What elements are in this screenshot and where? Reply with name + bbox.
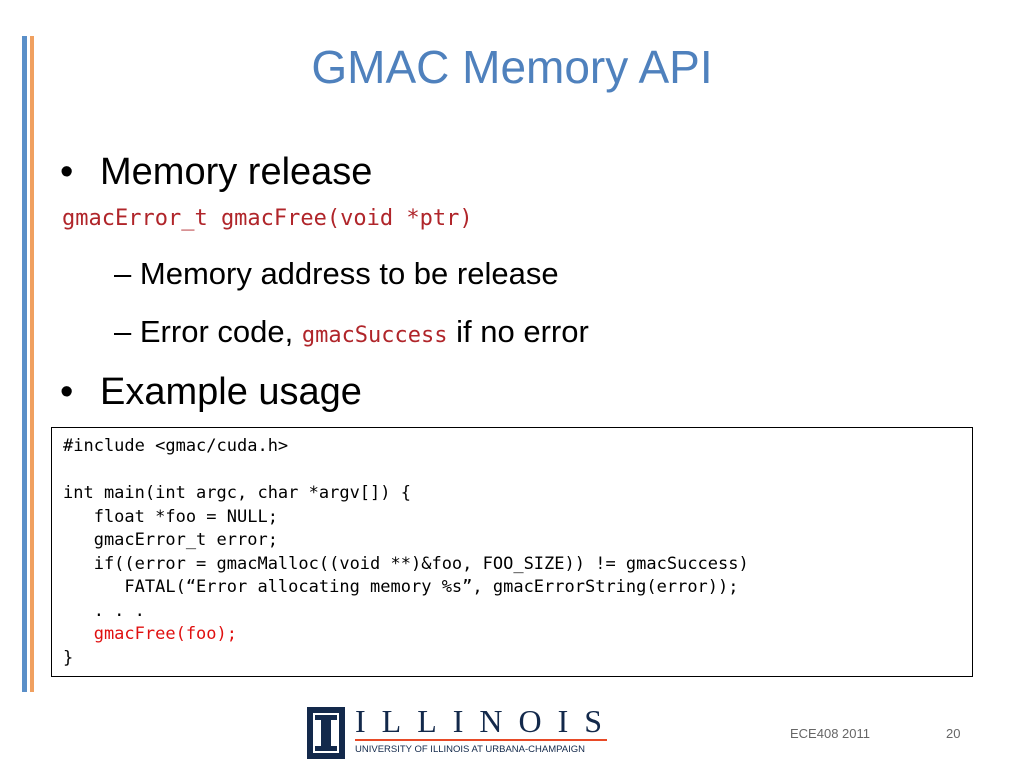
bullet-dot: •: [60, 371, 74, 413]
bullet-example-usage: • Example usage: [60, 370, 362, 414]
page-number: 20: [946, 726, 961, 741]
code-line: }: [63, 647, 74, 668]
code-line: #include <gmac/cuda.h>: [63, 436, 289, 456]
left-accent-bar-orange: [30, 36, 34, 692]
code-line: FATAL(“Error allocating memory %s”, gmac…: [63, 577, 739, 597]
sub-text-suffix: if no error: [447, 314, 589, 349]
code-line: . . .: [63, 600, 145, 621]
function-signature: gmacError_t gmacFree(void *ptr): [62, 206, 473, 231]
sub-dash: –: [114, 256, 132, 291]
logo-subtitle: UNIVERSITY OF ILLINOIS AT URBANA-CHAMPAI…: [355, 744, 585, 755]
block-i-icon: [307, 707, 345, 759]
left-accent-bar-blue: [22, 36, 27, 692]
sub-code-gmacsuccess: gmacSuccess: [301, 323, 448, 348]
logo-wordmark: ILLINOIS: [355, 703, 619, 739]
bullet-text: Memory release: [100, 151, 373, 193]
code-line: int main(int argc, char *argv[]) {: [63, 483, 411, 503]
bullet-dot: •: [60, 151, 74, 193]
code-example-box: #include <gmac/cuda.h> int main(int argc…: [51, 427, 973, 677]
bullet-text: Example usage: [100, 371, 362, 413]
sub-item-error-code: – Error code, gmacSuccess if no error: [114, 314, 589, 354]
sub-text-prefix: Error code,: [139, 314, 302, 349]
code-line-highlighted: gmacFree(foo);: [63, 624, 237, 644]
sub-text: Memory address to be release: [139, 256, 559, 291]
sub-item-address: – Memory address to be release: [114, 256, 559, 292]
code-line: [63, 459, 961, 483]
logo-rule: [355, 739, 607, 741]
sub-dash: –: [114, 314, 132, 349]
slide-title: GMAC Memory API: [311, 41, 713, 93]
code-line: gmacError_t error;: [63, 530, 278, 550]
footer-course: ECE408 2011: [790, 726, 870, 741]
code-line: float *foo = NULL;: [63, 506, 278, 527]
bullet-memory-release: • Memory release: [60, 150, 372, 194]
illinois-logo: ILLINOIS UNIVERSITY OF ILLINOIS AT URBAN…: [307, 703, 607, 759]
code-line: if((error = gmacMalloc((void **)&foo, FO…: [63, 553, 749, 574]
